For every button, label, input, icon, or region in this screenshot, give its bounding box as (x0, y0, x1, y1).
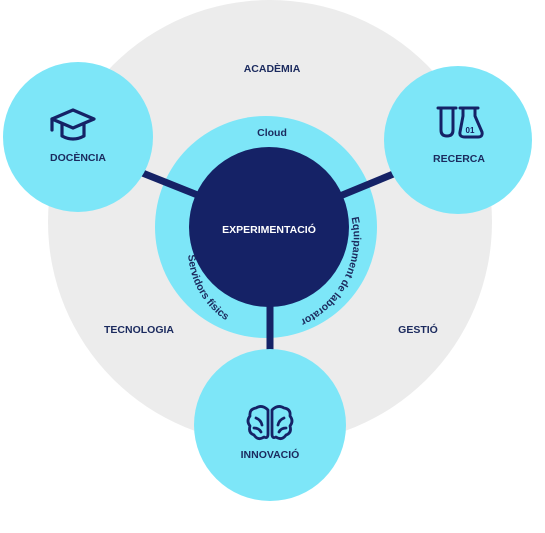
middle-top-label: Cloud (257, 127, 287, 139)
center-circle (189, 147, 349, 307)
outer-top-label: ACADÈMIA (244, 62, 301, 75)
satellite-innovacio (194, 349, 346, 501)
outer-right-label: GESTIÓ (398, 323, 438, 336)
satellite-label-innovacio: INNOVACIÓ (241, 448, 300, 461)
satellite-recerca (384, 66, 532, 214)
satellite-label-recerca: RECERCA (433, 153, 485, 165)
brain-icon (246, 405, 294, 440)
lab-flasks-icon (436, 106, 484, 139)
satellite-label-docencia: DOCÈNCIA (50, 151, 106, 164)
center-label: EXPERIMENTACIÓ (222, 223, 316, 236)
flask-digits: 01 (466, 126, 475, 135)
outer-left-label: TECNOLOGIA (104, 324, 174, 336)
graduation-cap-icon (50, 108, 96, 141)
